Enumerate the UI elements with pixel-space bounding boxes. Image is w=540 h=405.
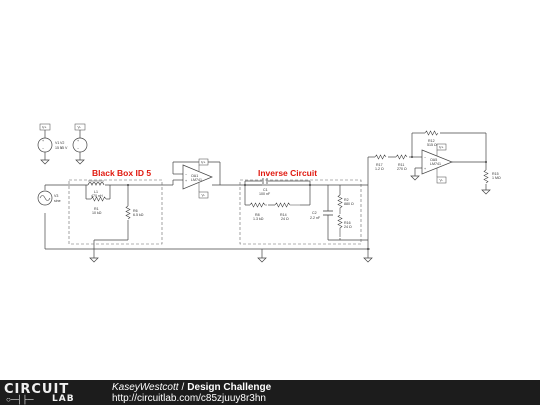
v1-source[interactable]: +−	[37, 137, 53, 153]
r14-name: R14	[280, 213, 287, 217]
l1-inductor[interactable]	[87, 180, 105, 186]
svg-text:+: +	[424, 167, 426, 171]
inverse-circuit-title: Inverse Circuit	[258, 168, 317, 178]
r1-name: R1	[94, 207, 99, 211]
l1-value: 470 nH	[91, 194, 103, 198]
r12-resistor[interactable]	[424, 130, 439, 136]
r14-resistor[interactable]	[274, 202, 300, 208]
black-box-outline	[68, 179, 163, 245]
svg-text:+: +	[185, 179, 187, 183]
v1-node-tag: V+	[39, 123, 51, 131]
schematic-canvas[interactable]: Black Box ID 5 Inverse Circuit +− V1 15 …	[0, 0, 540, 380]
oa5-model: LM741	[430, 162, 441, 166]
oa5-vplus-tag: V+	[436, 143, 447, 156]
v2-source[interactable]: +−	[72, 137, 88, 153]
logo-circuit-icon: ○─┤├─	[6, 395, 34, 404]
svg-text:V-: V-	[78, 126, 82, 130]
svg-text:V+: V+	[42, 126, 47, 130]
c1-value: 100 nF	[259, 192, 271, 196]
r17-value: 1.2 Ω	[375, 167, 384, 171]
svg-text:V-: V-	[202, 194, 206, 198]
svg-text:−: −	[185, 173, 187, 177]
r16-resistor[interactable]	[337, 214, 343, 237]
r6-name: R6	[133, 209, 138, 213]
v3-value: sine	[54, 199, 61, 203]
v3-name: V3	[54, 194, 58, 198]
author-link[interactable]: KaseyWestcott	[112, 382, 179, 393]
oa1-opamp[interactable]: −+	[182, 164, 213, 190]
r12-name: R12	[428, 139, 435, 143]
logo-text-top: CIRCUIT	[4, 382, 70, 397]
r2-resistor[interactable]	[337, 194, 343, 214]
v2-name: V2	[60, 141, 64, 145]
oa5-vminus-tag: V-	[436, 168, 447, 184]
r1-value: 10 kΩ	[92, 211, 102, 215]
svg-text:−: −	[42, 147, 44, 151]
c1-name: C1	[263, 188, 268, 192]
r1-resistor[interactable]	[90, 196, 107, 202]
r6-resistor[interactable]	[125, 205, 131, 220]
inverse-circuit-outline	[239, 179, 362, 245]
r15-value: 1 MΩ	[492, 176, 501, 180]
r8-name: R8	[255, 213, 260, 217]
svg-text:−: −	[77, 147, 79, 151]
footer-byline: KaseyWestcott/Design Challenge	[112, 382, 271, 393]
r17-name: R17	[376, 163, 383, 167]
r8-resistor[interactable]	[249, 202, 267, 208]
circuit-title[interactable]: Design Challenge	[187, 382, 272, 393]
v1-name: V1	[55, 141, 59, 145]
r11-name: R11	[398, 163, 404, 167]
r6-value: 6.5 kΩ	[133, 213, 144, 217]
svg-text:+: +	[77, 139, 79, 143]
logo-text-bottom: LAB	[52, 394, 75, 404]
black-box-title: Black Box ID 5	[92, 168, 151, 178]
r11-value: 270 Ω	[397, 167, 407, 171]
svg-text:+: +	[42, 139, 44, 143]
oa1-vplus-tag: V+	[198, 158, 209, 171]
c1-capacitor[interactable]	[262, 178, 268, 184]
c2-name: C2	[312, 211, 317, 215]
v2-node-tag: V-	[74, 123, 86, 131]
circuit-url[interactable]: http://circuitlab.com/c85zjuuy8r3hn	[112, 393, 266, 404]
svg-text:−: −	[424, 156, 426, 160]
v3-sine-source[interactable]	[37, 190, 53, 206]
r16-value: 24 Ω	[344, 225, 352, 229]
oa5-ground	[410, 175, 420, 181]
r15-name: R15	[492, 172, 499, 176]
r16-name: R16	[344, 221, 351, 225]
oa1-vminus-tag: V-	[198, 183, 209, 199]
r2-name: R2	[344, 198, 349, 202]
v1-value: 15 V	[55, 146, 63, 150]
r12-value: 515 Ω	[427, 143, 437, 147]
r11-resistor[interactable]	[395, 154, 408, 160]
byline-separator: /	[181, 382, 185, 393]
oa1-name: OA1	[191, 174, 198, 178]
svg-text:V-: V-	[440, 179, 444, 183]
c2-capacitor[interactable]	[323, 195, 333, 222]
circuitlab-logo[interactable]: CIRCUIT ○─┤├─ LAB	[4, 382, 96, 404]
r14-value: 24 Ω	[281, 217, 289, 221]
oa1-model: LM741	[191, 178, 202, 182]
v2-value: 15 V	[60, 146, 68, 150]
svg-text:V+: V+	[201, 161, 206, 165]
r15-resistor[interactable]	[483, 169, 489, 184]
r17-resistor[interactable]	[374, 154, 387, 160]
svg-text:V+: V+	[439, 146, 444, 150]
oa5-name: OA5	[430, 158, 437, 162]
r8-value: 1.3 kΩ	[253, 217, 264, 221]
c2-value: 2.2 nF	[310, 216, 321, 220]
r2-value: 880 Ω	[344, 202, 354, 206]
l1-name: L1	[94, 190, 98, 194]
footer-bar: CIRCUIT ○─┤├─ LAB KaseyWestcott/Design C…	[0, 380, 540, 405]
